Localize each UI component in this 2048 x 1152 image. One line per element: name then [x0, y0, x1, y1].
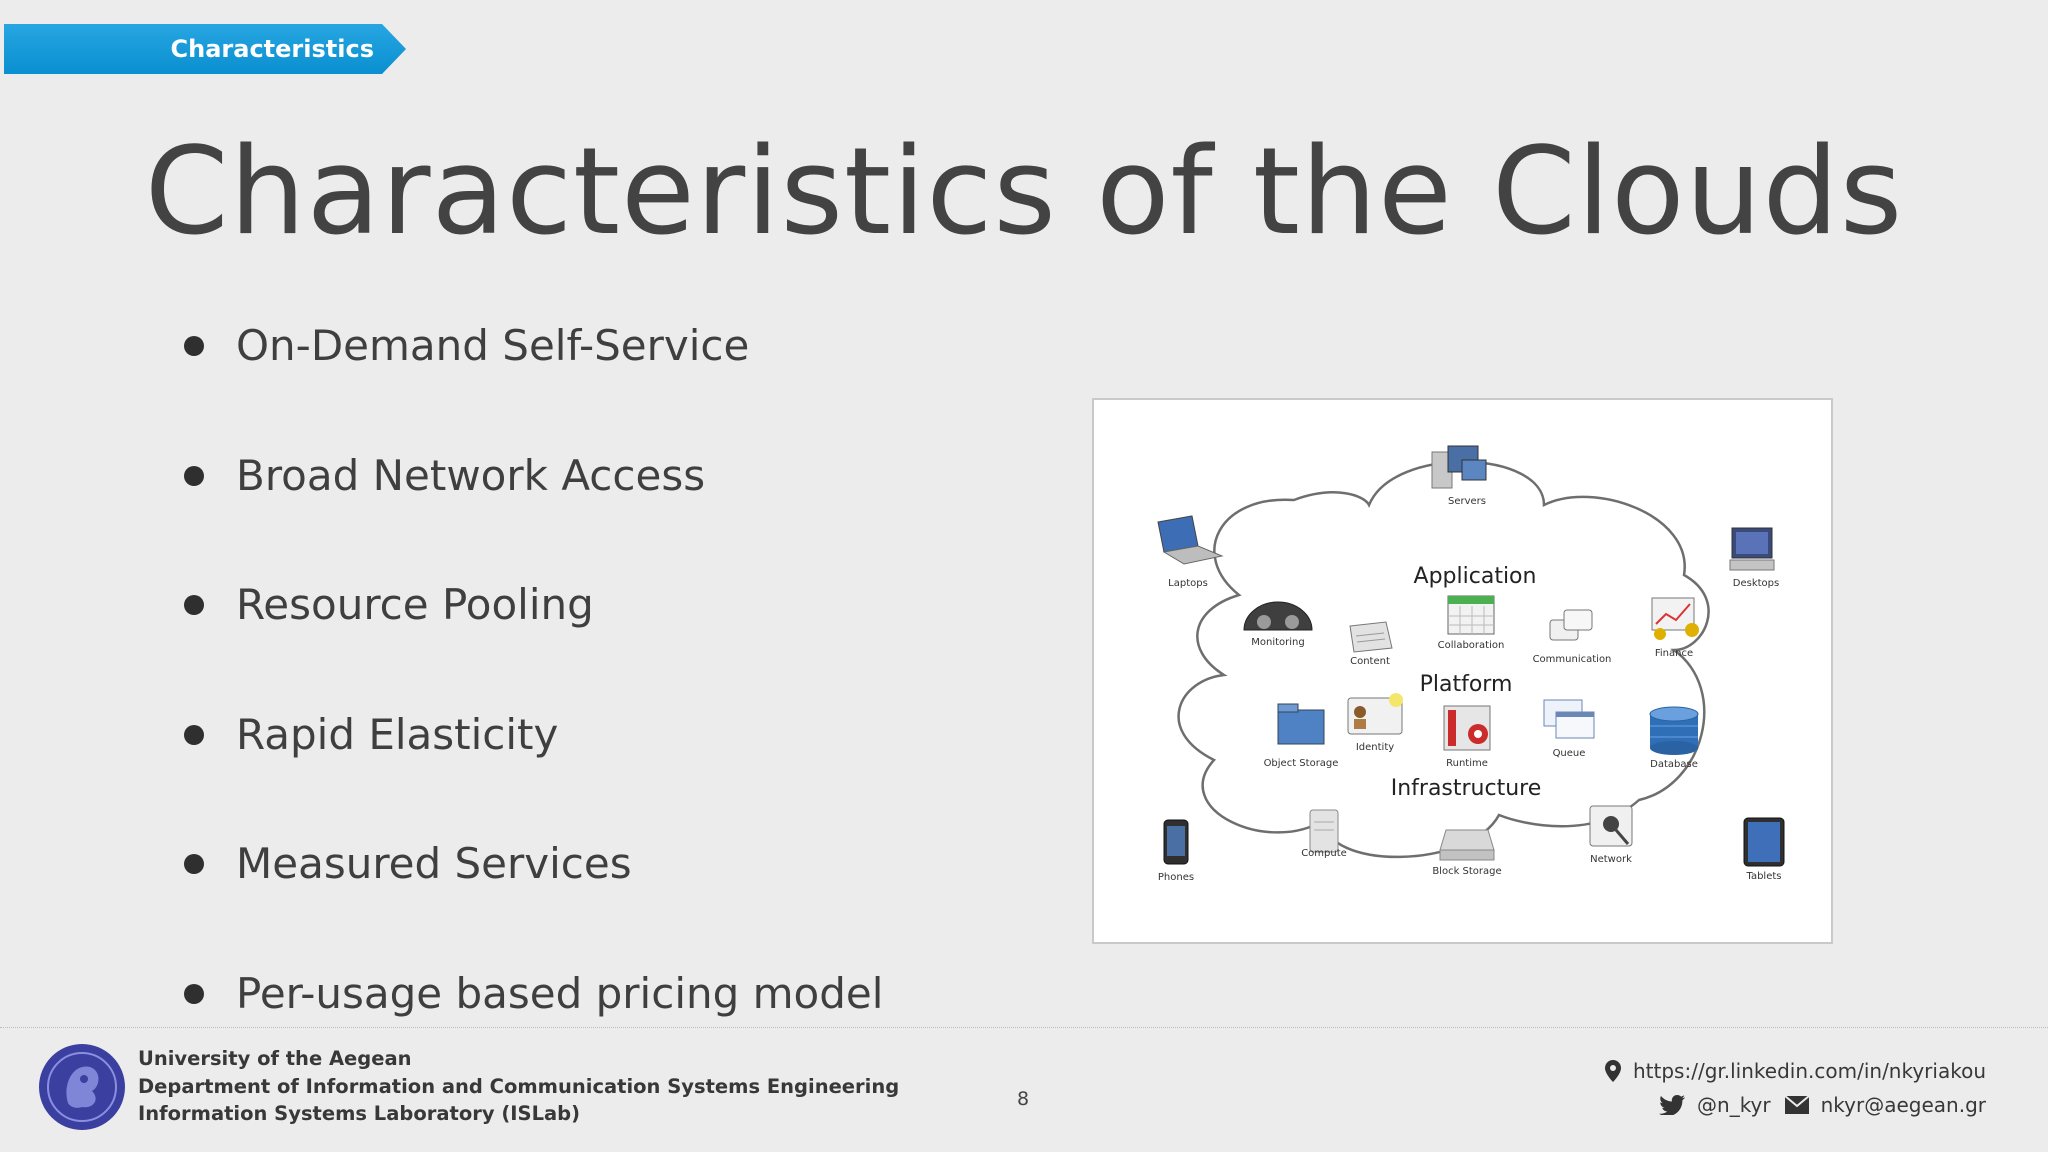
bullet-text: On-Demand Self-Service — [236, 321, 750, 370]
bullet-text: Resource Pooling — [236, 580, 594, 629]
block-storage-icon — [1439, 829, 1495, 861]
phones-icon — [1163, 819, 1189, 865]
bullet-text: Measured Services — [236, 839, 632, 888]
email-link[interactable]: nkyr@aegean.gr — [1820, 1093, 1986, 1117]
cloud-diagram-svg: Application Platform Infrastructure Serv… — [1157, 445, 1785, 883]
bullet-item: Per-usage based pricing model — [180, 956, 883, 1086]
phones-label: Phones — [1158, 872, 1194, 883]
footer-contacts: https://gr.linkedin.com/in/nkyriakou @n_… — [1605, 1054, 1986, 1122]
page-number: 8 — [1016, 1088, 1030, 1110]
object-storage-icon — [1277, 703, 1325, 745]
network-label: Network — [1590, 854, 1632, 865]
compute-icon — [1309, 809, 1339, 853]
bullet-text: Per-usage based pricing model — [236, 968, 884, 1018]
laptops-icon — [1157, 515, 1224, 565]
tablets-icon — [1743, 817, 1785, 867]
collaboration-icon — [1447, 595, 1495, 635]
servers-icon — [1431, 445, 1487, 489]
queue-label: Queue — [1553, 748, 1586, 759]
identity-label: Identity — [1356, 742, 1394, 753]
bullet-item: Measured Services — [180, 826, 883, 956]
monitoring-label: Monitoring — [1251, 637, 1304, 648]
servers-label: Servers — [1448, 496, 1486, 507]
communication-label: Communication — [1533, 654, 1612, 665]
content-label: Content — [1350, 656, 1390, 667]
desktops-icon — [1729, 527, 1775, 571]
database-icon — [1649, 706, 1699, 755]
twitter-icon — [1659, 1095, 1686, 1115]
section-tab: Characteristics — [4, 24, 406, 74]
content-icon — [1349, 621, 1393, 653]
layer-platform-label: Platform — [1420, 672, 1513, 697]
university-logo — [38, 1043, 126, 1131]
university-seal-icon — [39, 1044, 125, 1130]
section-tab-label: Characteristics — [170, 35, 374, 63]
bullet-dot — [184, 336, 204, 356]
identity-icon — [1347, 693, 1403, 735]
location-pin-icon — [1605, 1060, 1621, 1082]
queue-icon — [1543, 699, 1595, 739]
lab-name: Information Systems Laboratory (ISLab) — [138, 1102, 581, 1125]
university-name: University of the Aegean — [138, 1047, 412, 1070]
bullet-text: Broad Network Access — [236, 450, 706, 500]
finance-label: Finance — [1655, 648, 1693, 659]
layer-infrastructure-label: Infrastructure — [1391, 776, 1542, 801]
layer-application-label: Application — [1414, 564, 1537, 589]
footer-divider — [0, 1027, 2048, 1028]
runtime-icon — [1443, 705, 1491, 751]
cloud-computing-diagram: Application Platform Infrastructure Serv… — [1092, 398, 1833, 944]
collaboration-label: Collaboration — [1438, 640, 1505, 651]
footer-institution: University of the Aegean Department of I… — [138, 1045, 899, 1128]
bullet-dot — [184, 983, 204, 1004]
twitter-handle[interactable]: @n_kyr — [1697, 1093, 1771, 1117]
bullet-dot — [184, 724, 204, 745]
linkedin-link[interactable]: https://gr.linkedin.com/in/nkyriakou — [1633, 1059, 1986, 1083]
social-row: @n_kyr nkyr@aegean.gr — [1605, 1088, 1986, 1122]
bullet-list: On-Demand Self-Service Broad Network Acc… — [180, 308, 883, 1085]
slide-title: Characteristics of the Clouds — [144, 123, 1904, 262]
email-icon — [1784, 1096, 1809, 1114]
bullet-item: Broad Network Access — [180, 438, 883, 568]
network-icon — [1589, 805, 1633, 847]
bullet-item: On-Demand Self-Service — [180, 308, 883, 438]
bullet-item: Resource Pooling — [180, 567, 883, 697]
desktops-label: Desktops — [1733, 578, 1779, 589]
bullet-item: Rapid Elasticity — [180, 697, 883, 827]
linkedin-row: https://gr.linkedin.com/in/nkyriakou — [1605, 1054, 1986, 1088]
bullet-dot — [184, 465, 204, 486]
bullet-text: Rapid Elasticity — [236, 709, 559, 759]
department-name: Department of Information and Communicat… — [138, 1074, 900, 1098]
object-storage-label: Object Storage — [1264, 758, 1339, 769]
communication-icon — [1549, 609, 1593, 641]
finance-icon — [1651, 597, 1699, 640]
monitoring-icon — [1243, 601, 1313, 631]
runtime-label: Runtime — [1446, 758, 1488, 769]
bullet-dot — [184, 595, 204, 615]
bullet-dot — [184, 854, 204, 874]
compute-label: Compute — [1301, 848, 1347, 859]
database-label: Database — [1650, 759, 1698, 770]
tablets-label: Tablets — [1746, 871, 1782, 882]
laptops-label: Laptops — [1168, 578, 1208, 589]
block-storage-label: Block Storage — [1432, 866, 1501, 877]
